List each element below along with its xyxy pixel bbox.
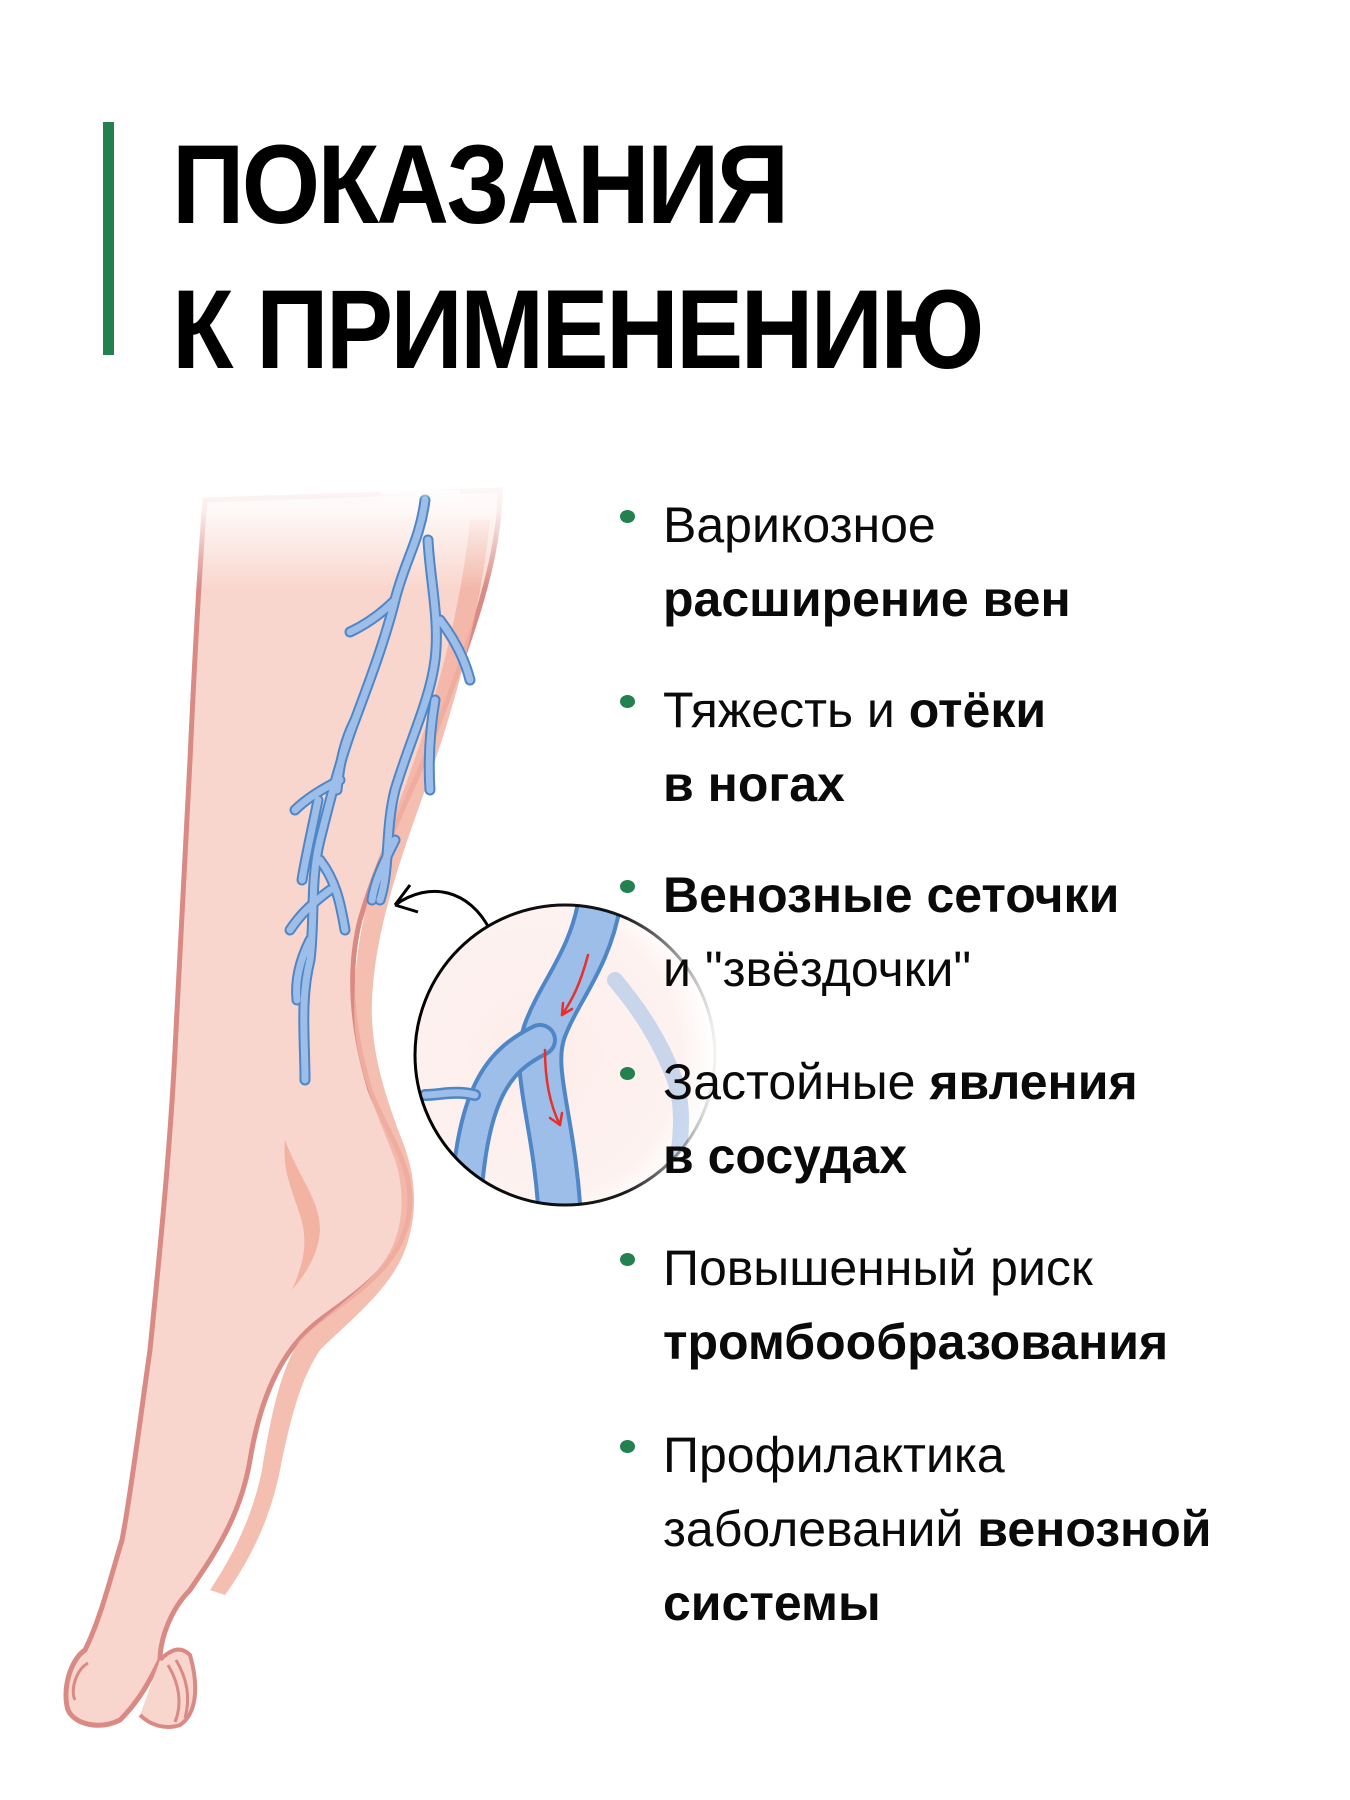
indication-line: тромбообразования xyxy=(663,1305,1168,1379)
indication-line: в ногах xyxy=(663,747,1046,821)
indication-line: Варикозное xyxy=(663,488,1071,562)
emphasis-text: тромбообразования xyxy=(663,1314,1169,1370)
regular-text: Застойные xyxy=(663,1054,930,1110)
indication-line: расширение вен xyxy=(663,562,1071,636)
indication-text: Тяжесть и отёки в ногах xyxy=(663,673,1046,821)
regular-text: и "звёздочки" xyxy=(663,941,972,997)
emphasis-text: отёки xyxy=(908,682,1047,738)
bullet-dot-icon xyxy=(620,1253,635,1266)
indication-line: заболеваний венозной xyxy=(663,1492,1212,1566)
indication-text: Профилактика заболеваний венозной системы xyxy=(663,1418,1212,1640)
page-title: ПОКАЗАНИЯ К ПРИМЕНЕНИЮ xyxy=(172,112,984,402)
indication-text: Варикозное расширение вен xyxy=(663,488,1071,636)
indication-line: Профилактика xyxy=(663,1418,1212,1492)
bullet-dot-icon xyxy=(620,1440,635,1453)
bullet-dot-icon xyxy=(620,880,635,893)
emphasis-text: расширение вен xyxy=(663,571,1071,627)
vein-magnifier-callout xyxy=(393,884,717,1207)
varicose-veins xyxy=(284,490,476,1086)
emphasis-text: системы xyxy=(663,1575,881,1631)
indication-line: Тяжесть и отёки xyxy=(663,673,1046,747)
indication-text: Застойные явления в сосудах xyxy=(663,1045,1138,1193)
title-line-1: ПОКАЗАНИЯ xyxy=(172,122,789,247)
title-line-2: К ПРИМЕНЕНИЮ xyxy=(172,267,984,392)
regular-text: Профилактика xyxy=(663,1427,1005,1483)
regular-text: Варикозное xyxy=(663,497,936,553)
bullet-dot-icon xyxy=(620,1067,635,1080)
indication-text: Повышенный риск тромбообразования xyxy=(663,1231,1168,1379)
indication-line: в сосудах xyxy=(663,1119,1138,1193)
title-accent-bar xyxy=(103,122,114,355)
indication-line: Застойные явления xyxy=(663,1045,1138,1119)
bullet-dot-icon xyxy=(620,510,635,523)
indication-text: Венозные сеточки и "звёздочки" xyxy=(663,858,1119,1006)
indication-line: Повышенный риск xyxy=(663,1231,1168,1305)
regular-text: заболеваний xyxy=(663,1501,978,1557)
emphasis-text: в сосудах xyxy=(663,1128,908,1184)
indication-line: системы xyxy=(663,1566,1212,1640)
leg-veins-illustration xyxy=(63,470,717,1729)
bullet-dot-icon xyxy=(620,695,635,708)
emphasis-text: венозной xyxy=(977,1501,1212,1557)
indication-line: и "звёздочки" xyxy=(663,932,1119,1006)
regular-text: Повышенный риск xyxy=(663,1240,1093,1296)
emphasis-text: явления xyxy=(929,1054,1138,1110)
emphasis-text: Венозные сеточки xyxy=(663,867,1120,923)
emphasis-text: в ногах xyxy=(663,756,845,812)
regular-text: Тяжесть и xyxy=(663,682,909,738)
indication-line: Венозные сеточки xyxy=(663,858,1119,932)
